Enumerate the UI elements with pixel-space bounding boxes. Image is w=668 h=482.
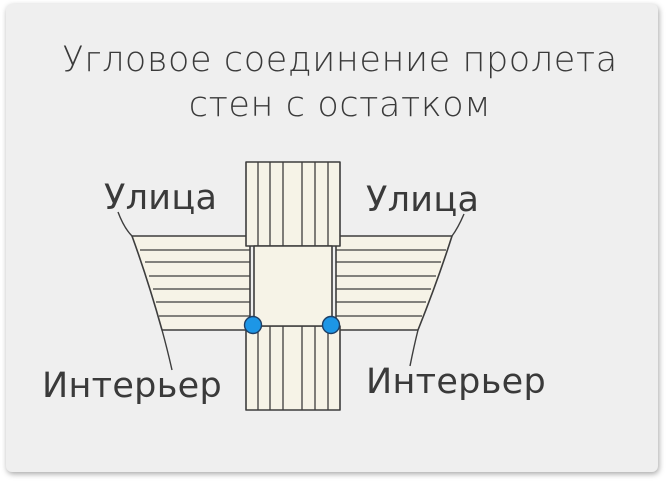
title-line-2: стен с остатком (188, 85, 492, 125)
left-wall-layers (140, 249, 250, 317)
label-street-right: Улица (366, 180, 480, 220)
right-joint-node (321, 315, 341, 335)
title-line-1: Угловое соединение пролета (62, 40, 618, 80)
diagram-title: Угловое соединение пролета стен с остатк… (0, 38, 668, 128)
leader-interior-left (161, 329, 173, 371)
right-wall (335, 235, 453, 331)
leader-street-left (117, 211, 133, 237)
leader-lines (117, 211, 465, 371)
top-wall-layers (257, 162, 329, 246)
label-street-left: Улица (104, 178, 218, 218)
left-joint-node (243, 315, 263, 335)
leader-street-right (451, 213, 465, 237)
right-wall-layers (336, 249, 446, 317)
bottom-wall-layers (257, 326, 329, 410)
leader-interior-right (409, 329, 419, 367)
bottom-wall (245, 325, 341, 411)
label-interior-right: Интерьер (366, 362, 546, 402)
label-interior-left: Интерьер (42, 366, 222, 406)
joint-block (253, 245, 333, 327)
left-wall (131, 235, 251, 331)
top-wall (245, 161, 341, 247)
